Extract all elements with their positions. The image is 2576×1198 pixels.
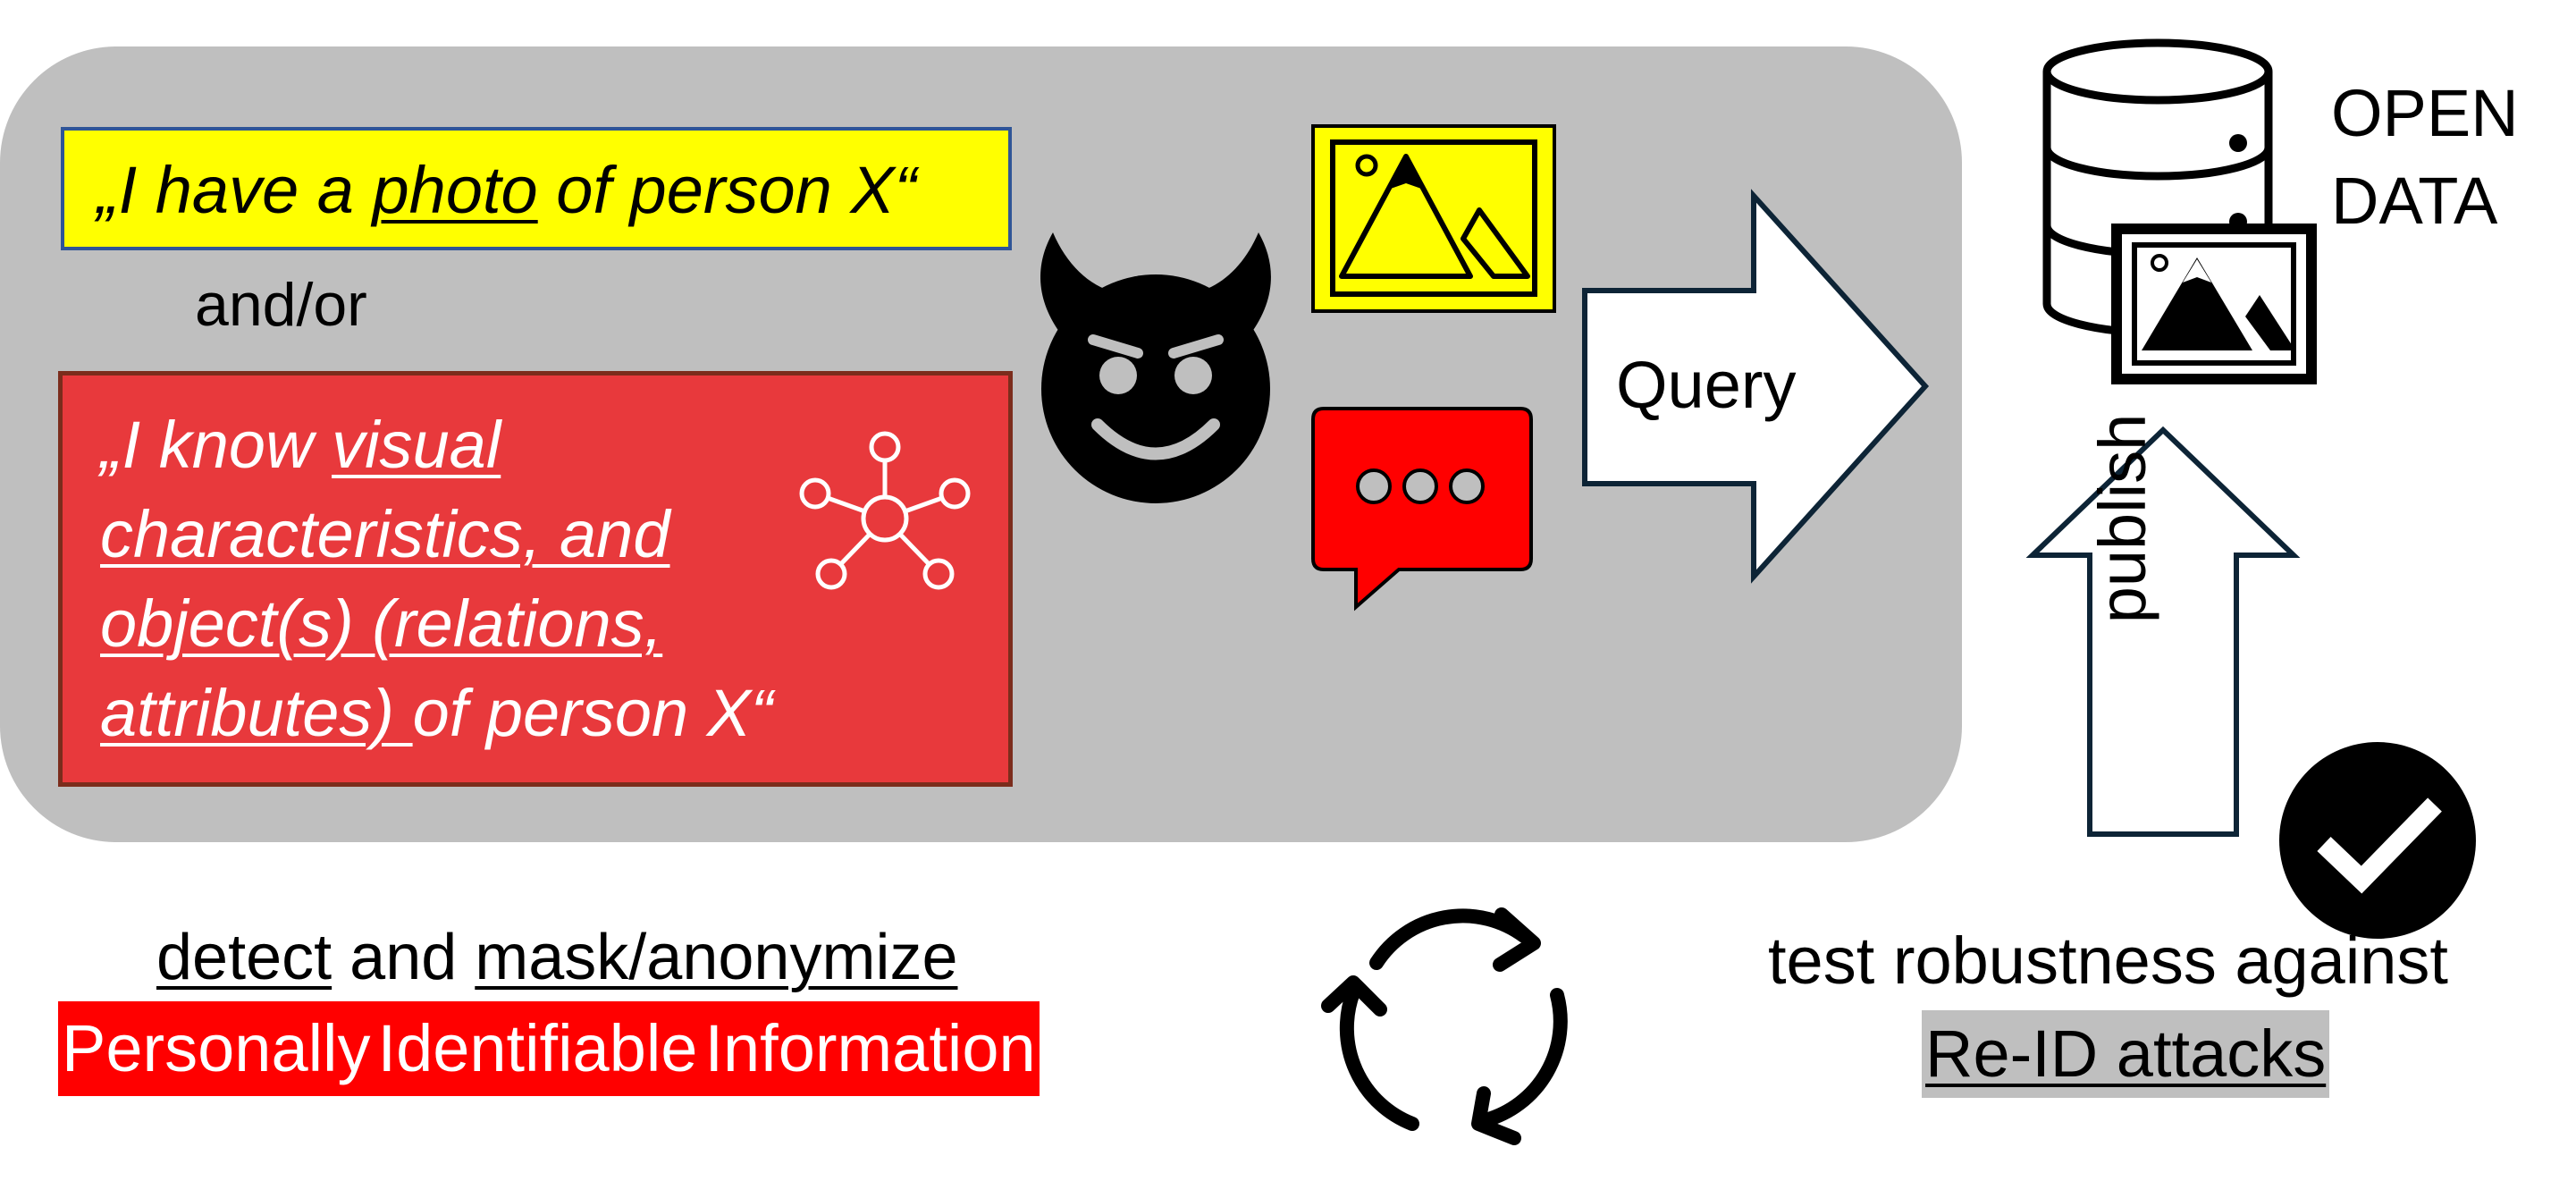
devil-face-icon <box>1040 232 1271 503</box>
robustness-statement: test robustness against <box>1768 924 2448 998</box>
publish-label: publish <box>2085 413 2159 624</box>
image-icon <box>1311 124 1556 313</box>
detect-word: detect <box>156 922 333 993</box>
and-or-connector: and/or <box>195 271 367 339</box>
photo-statement-prefix: „I have a <box>97 153 373 227</box>
photo-statement: „I have a photo of person X“ <box>97 152 916 228</box>
photo-word: photo <box>372 153 538 227</box>
pii-word: Identifiable <box>374 1001 702 1096</box>
checkmark-icon <box>2279 742 2476 939</box>
visual-statement-line: characteristics, and <box>100 497 670 571</box>
open-data-line2: DATA <box>2331 164 2498 238</box>
cycle-arrows-icon <box>1321 907 1568 1145</box>
photo-knowledge-box: „I have a photo of person X“ <box>61 127 1012 250</box>
right-arrow-icon <box>1582 189 1930 584</box>
mask-anonymize-word: mask/anonymize <box>475 922 958 993</box>
photo-statement-suffix: of person X“ <box>537 153 917 227</box>
query-label: Query <box>1616 348 1797 422</box>
visual-statement-line: attributes) of person X“ <box>100 676 773 750</box>
pii-word: Personally <box>58 1001 375 1096</box>
reid-attacks-label: Re-ID attacks <box>1922 1010 2330 1098</box>
visual-knowledge-box <box>58 371 1013 787</box>
pii-word: Information <box>701 1001 1040 1096</box>
up-arrow-icon <box>2025 426 2301 837</box>
visual-statement: „I know visual characteristics, and obje… <box>100 401 773 758</box>
detect-mask-statement: detect and mask/anonymize <box>156 921 958 994</box>
graph-network-icon <box>799 431 971 590</box>
and-word: and <box>332 922 476 993</box>
chat-bubble-icon <box>1311 407 1533 612</box>
open-data-line1: OPEN <box>2331 76 2519 150</box>
database-image-icon <box>2111 224 2317 384</box>
visual-statement-line: „I know visual <box>100 408 501 482</box>
visual-statement-line: object(s) (relations, <box>100 586 663 661</box>
open-data-label: OPEN DATA <box>2331 70 2519 245</box>
